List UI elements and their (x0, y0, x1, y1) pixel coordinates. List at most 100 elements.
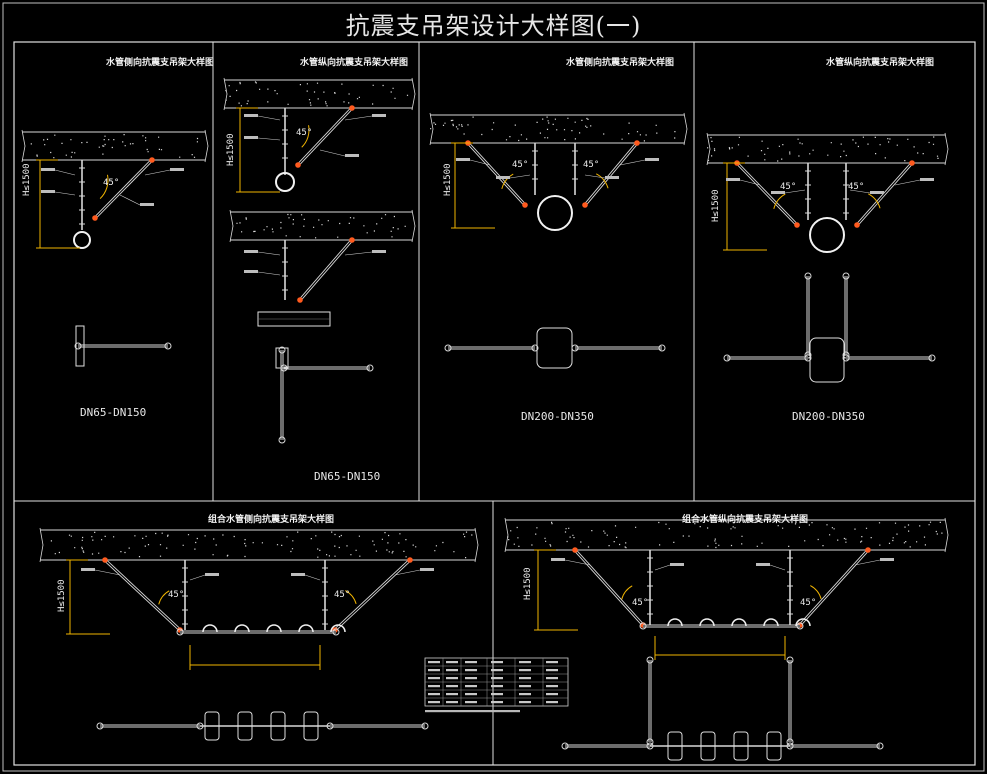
p6-brace-l-core (574, 549, 644, 626)
p2a-leader-2-text (244, 136, 258, 139)
panel-4-subtitle: 水管纵向抗震支吊架大样图 (826, 58, 935, 68)
p6-brace-r-joint-top (865, 547, 871, 553)
spec-table-cell (519, 669, 531, 672)
spec-table-cell (465, 693, 477, 696)
p2b-leader-3-text (372, 250, 386, 253)
p5-leader-3-text (205, 573, 219, 576)
p5-pipe-1 (234, 624, 250, 633)
p6-plan-pipe-2 (733, 731, 749, 761)
p6-plan-pipe-3 (766, 731, 782, 761)
p4-angle-arc-l (773, 193, 786, 210)
p6-leader-4-text (756, 563, 770, 566)
p3-brace-r-core (584, 142, 638, 206)
p3-plan-bar-r-eye-l (571, 344, 579, 352)
p1-leader-2-text (41, 190, 55, 193)
sheet-title: 抗震支吊架设计大样图(一) (345, 12, 642, 40)
p2a-leader-1-text (244, 114, 258, 117)
spec-table-cell (546, 661, 558, 664)
spec-table-cell (491, 701, 503, 704)
p6-brace-l-joint-top (572, 547, 578, 553)
p4-slab-break-l (706, 132, 711, 166)
spec-table-cell (546, 701, 558, 704)
p6-plan-bar-l-eye-l (561, 742, 569, 750)
p2a-brace-core (297, 107, 353, 166)
p6-slab-break-l (504, 517, 509, 553)
angle-label-5a: 45° (168, 590, 185, 600)
p3-plan-bar-l-eye-r (531, 344, 539, 352)
p4-slab-break-r (944, 132, 949, 166)
p6-beam-eye-r (796, 622, 804, 630)
spec-table-cell (519, 685, 531, 688)
p2-plan-vbar-eye-t (278, 346, 286, 354)
p5-plan-pipe-0 (204, 711, 220, 741)
p6-plan-pipe-0 (667, 731, 683, 761)
p5-plan-bar-l-eye-l (96, 722, 104, 730)
p1-leader-3-text (170, 168, 184, 171)
p2b-slab-hatch (236, 213, 406, 239)
spec-table-cell (465, 661, 477, 664)
angle-label-2: 45° (296, 128, 313, 138)
p5-brace-l-joint-top (102, 557, 108, 563)
spec-table-cell (546, 677, 558, 680)
p3-slab-break-l (429, 112, 434, 146)
p3-pipe (537, 195, 573, 231)
angle-label-1: 45° (103, 178, 120, 188)
p6-pipe-0 (667, 618, 683, 627)
p3-slab-break-r (683, 112, 688, 146)
panel-3-subtitle: 水管侧向抗震支吊架大样图 (566, 58, 675, 68)
angle-label-4a: 45° (780, 182, 797, 192)
p2b-leader-1 (257, 251, 281, 256)
p5-pipe-3 (298, 624, 314, 633)
p2b-leader-2 (257, 271, 281, 276)
p4-brace-l-joint-bottom (794, 222, 800, 228)
angle-label-4b: 45° (848, 182, 865, 192)
p5-angle-arc-l (158, 590, 170, 605)
inner-frame (13, 41, 976, 766)
spec-table-cell (491, 661, 503, 664)
p2a-leader-4 (319, 149, 346, 157)
p6-leader-3 (654, 564, 671, 571)
p2b-slab-break-l (229, 209, 234, 243)
p5-leader-4 (304, 574, 321, 581)
p2a-leader-4-text (345, 154, 359, 157)
p2a-leader-3-text (372, 114, 386, 117)
p6-plan-bar-r-eye-r (876, 742, 884, 750)
p4-plan-vbar-r-eye-t (842, 272, 850, 280)
p4-leader-2 (894, 179, 921, 186)
p5-pipe-0 (202, 624, 218, 633)
p5-leader-3 (189, 574, 206, 581)
p5-leader-2-text (420, 568, 434, 571)
angle-label-3b: 45° (583, 160, 600, 170)
p6-pipe-4 (795, 618, 811, 627)
p6-slab-hatch (507, 521, 943, 549)
p1-leader-1-text (41, 168, 55, 171)
p3-leader-4 (584, 174, 606, 179)
p3-leader-2 (619, 159, 646, 166)
height-dim-3: H≤1500 (443, 163, 453, 196)
p4-leader-4-text (870, 191, 884, 194)
spec-table-cell (519, 701, 531, 704)
spec-table-cell (428, 701, 440, 704)
p4-plan-bar-l-eye-r (804, 354, 812, 362)
panel-1-subtitle: 水管侧向抗震支吊架大样图 (106, 58, 215, 68)
p4-leader-3 (784, 189, 806, 194)
p4-leader-4 (849, 189, 871, 194)
p6-leader-3-text (670, 563, 684, 566)
height-dim-1: H≤1500 (22, 163, 32, 196)
p3-leader-1-text (456, 158, 470, 161)
p2a-angle-arc (301, 125, 310, 148)
p1-brace-core (94, 159, 153, 219)
spec-table-cell (519, 661, 531, 664)
p2-plan-pipe (275, 347, 289, 369)
p2b-slab-break-r (411, 209, 416, 243)
p2b-leader-3 (344, 251, 373, 256)
p1-plan-pipe (75, 325, 85, 367)
p4-angle-arc-r (867, 193, 881, 209)
panel-2-size-label: DN65-DN150 (314, 470, 381, 483)
p2a-brace-joint-top (349, 105, 355, 111)
p5-angle-arc-r (345, 590, 357, 605)
p4-slab-hatch (707, 136, 939, 162)
p3-leader-1 (469, 159, 491, 166)
p1-slab-hatch (30, 134, 199, 159)
